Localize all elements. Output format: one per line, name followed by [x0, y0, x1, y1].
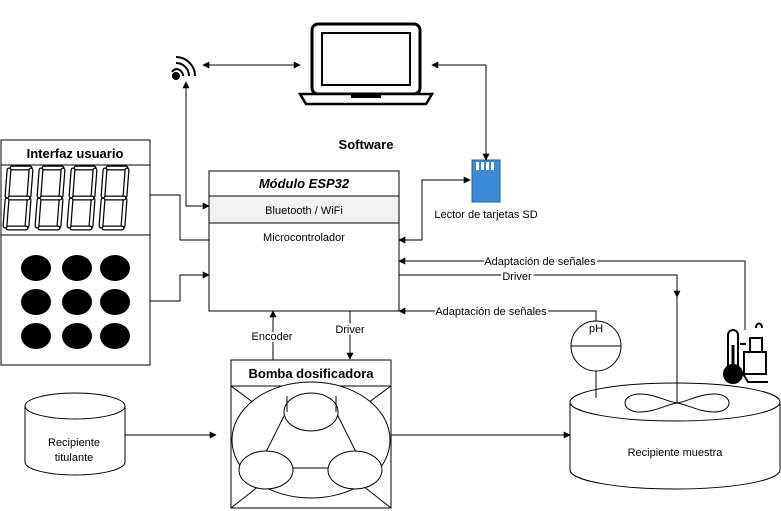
pump-driver-label: Driver [335, 324, 365, 336]
esp32-module [208, 170, 400, 312]
seven-segment-digit [66, 165, 98, 231]
sample-label: Recipiente muestra [628, 447, 724, 459]
sample-container [569, 382, 781, 490]
keypad-button-icon [21, 289, 51, 315]
keypad-button-icon [100, 323, 130, 349]
software-label: Software [339, 137, 394, 152]
thermometer-icon [723, 322, 768, 384]
keypad-button-icon [62, 323, 92, 349]
esp32-mcu-label: Microcontrolador [263, 232, 345, 244]
encoder-label: Encoder [252, 331, 293, 343]
laptop-icon [297, 22, 435, 106]
stirrer-driver-label: Driver [502, 271, 532, 283]
connections [125, 61, 746, 439]
seven-segment-digit [2, 165, 34, 231]
pump-title: Bomba dosificadora [249, 366, 375, 381]
user-interface-title: Interfaz usuario [27, 146, 124, 161]
seven-segment-digit [98, 165, 130, 231]
keypad-button-icon [62, 255, 92, 281]
titrant-label-line1: Recipiente [48, 437, 100, 449]
keypad-button-icon [21, 323, 51, 349]
adapt-temp-label: Adaptación de señales [484, 256, 596, 268]
keypad-button-icon [100, 289, 130, 315]
keypad-button-icon [62, 289, 92, 315]
titrant-label-line2: titulante [55, 452, 94, 464]
ph-label: pH [589, 323, 603, 335]
esp32-title: Módulo ESP32 [259, 176, 350, 191]
seven-segment-digit [34, 165, 66, 231]
esp32-comm-label: Bluetooth / WiFi [265, 205, 343, 217]
titrant-container [24, 392, 126, 476]
adapt-ph-label: Adaptación de señales [435, 306, 547, 318]
seven-segment-display-icon [2, 165, 130, 231]
sd-card-icon [471, 159, 501, 203]
keypad [21, 255, 130, 349]
wifi-icon [171, 56, 196, 80]
keypad-button-icon [21, 255, 51, 281]
dosing-pump [230, 359, 392, 509]
sd-reader-label: Lector de tarjetas SD [434, 209, 537, 221]
keypad-button-icon [100, 255, 130, 281]
